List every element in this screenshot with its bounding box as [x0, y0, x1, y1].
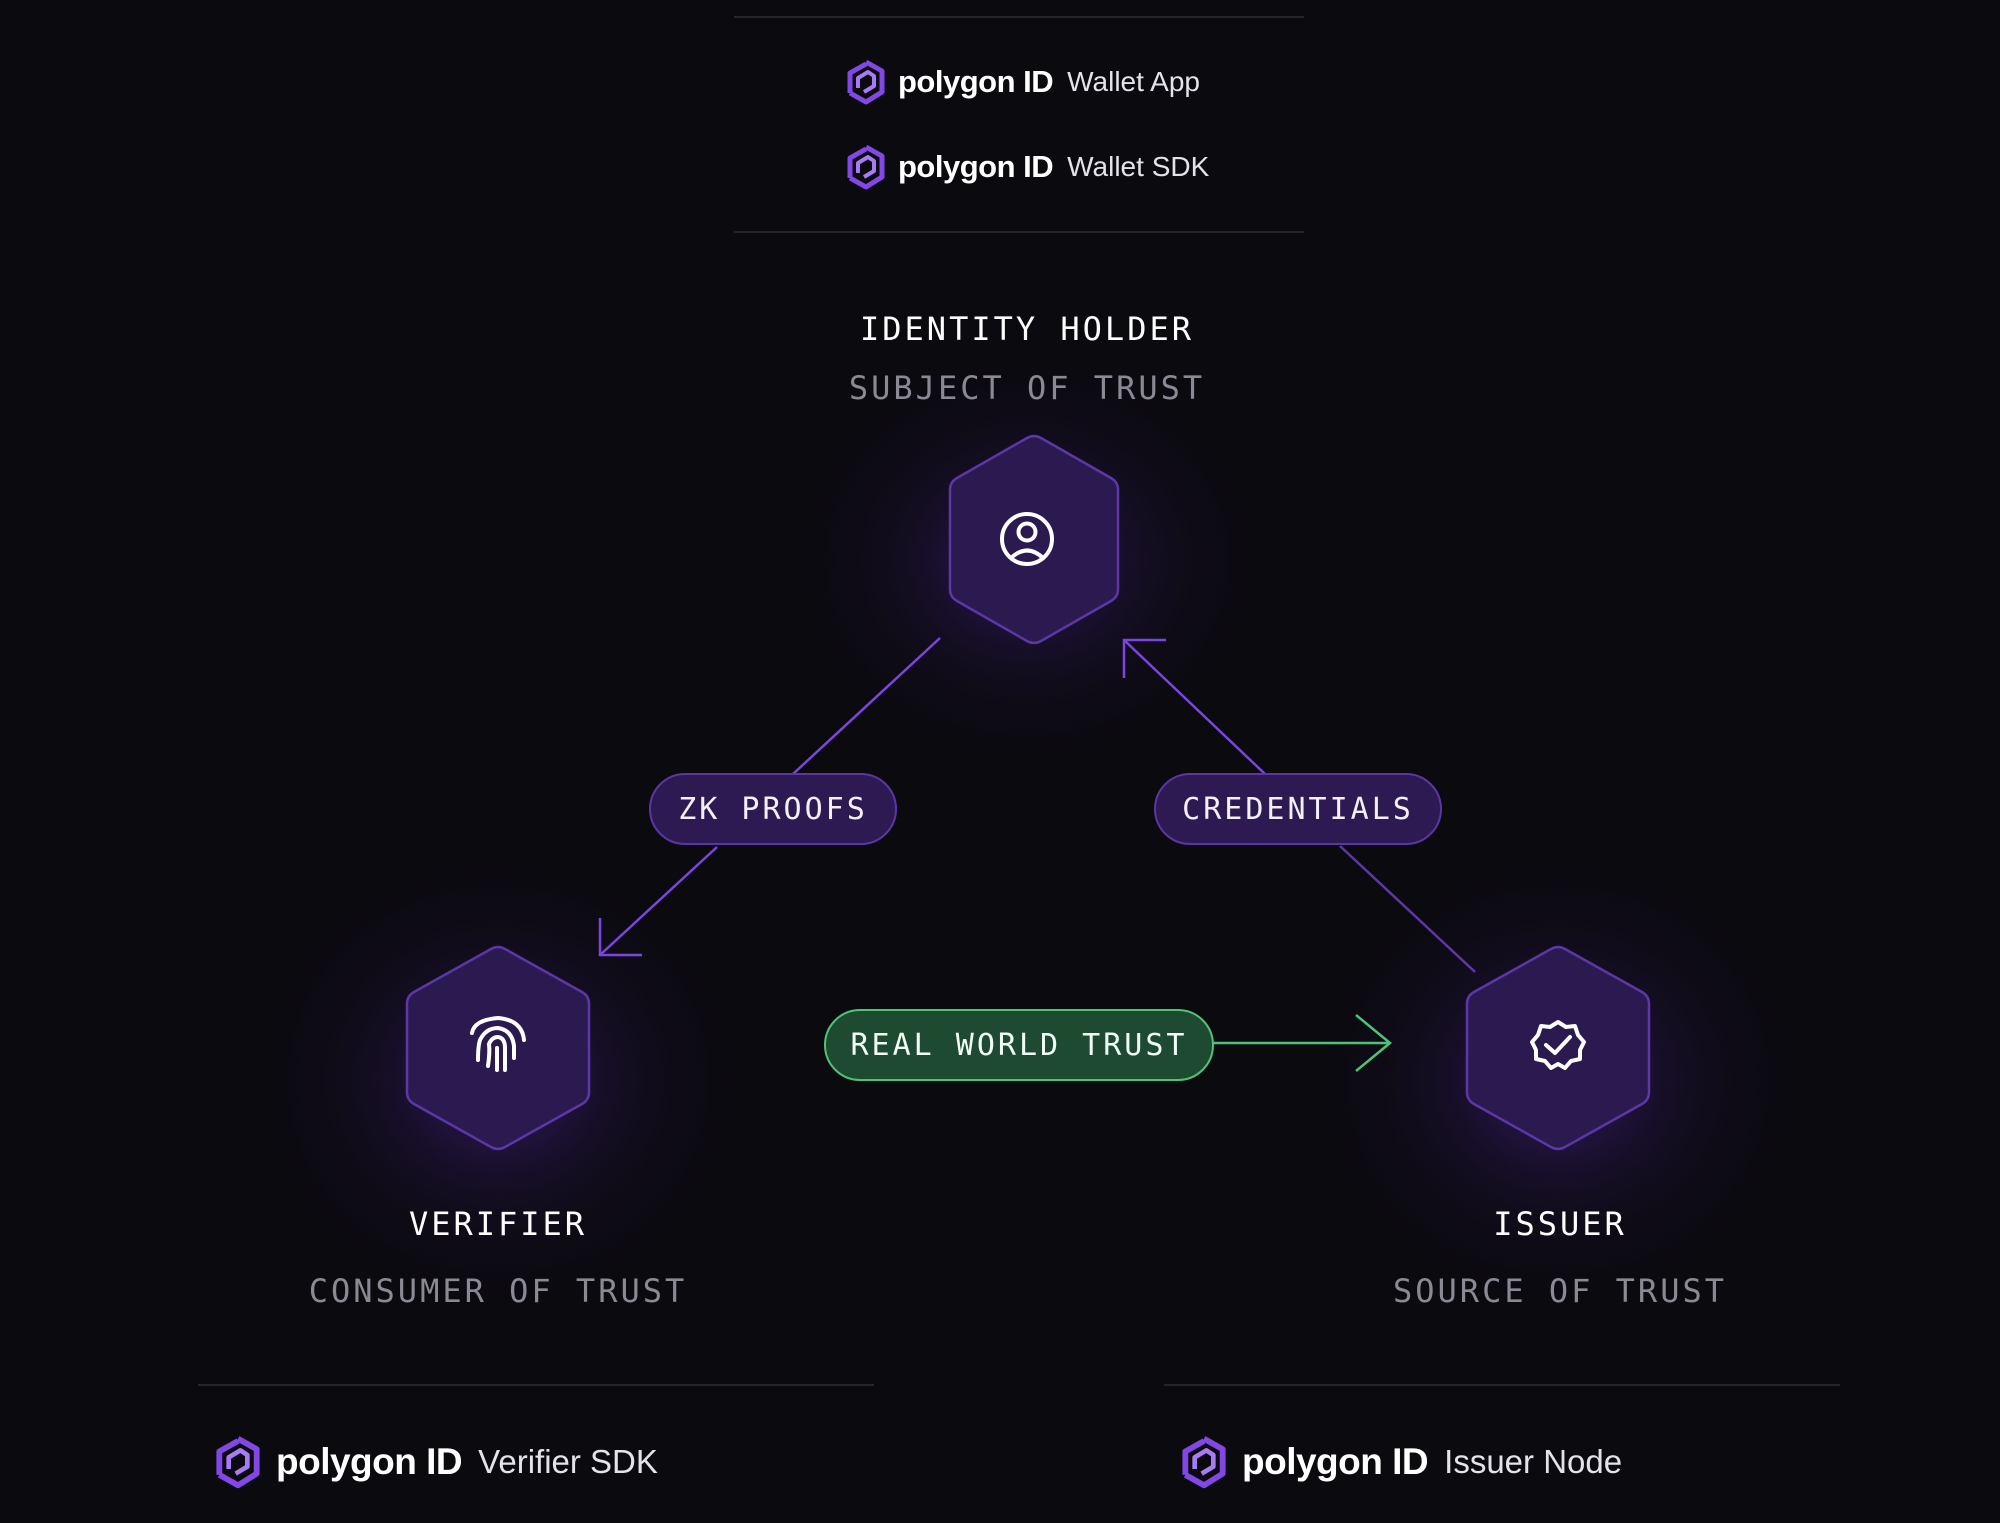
real-world-trust-arrowhead: [1355, 1014, 1392, 1072]
credentials-pill: CREDENTIALS: [1154, 773, 1442, 845]
holder-node: [948, 434, 1120, 645]
verifier-title: VERIFIER: [408, 1205, 588, 1243]
credentials-connector-lower: [1339, 845, 1476, 973]
top-divider: [734, 16, 1304, 18]
brand-wordmark: polygon ID: [1242, 1441, 1429, 1482]
holder-subtitle: SUBJECT OF TRUST: [848, 369, 1206, 407]
user-circle-icon: [1000, 512, 1054, 566]
product-name: Wallet App: [1067, 66, 1200, 97]
holder-title: IDENTITY HOLDER: [860, 310, 1194, 348]
badge-check-icon: [1530, 1020, 1586, 1070]
issuer-role-label: ISSUER SOURCE OF TRUST: [1310, 1205, 1810, 1310]
zk-proofs-pill: ZK PROOFS: [649, 773, 897, 845]
polygon-id-logo-icon: [847, 144, 885, 190]
footer-left-divider: [198, 1384, 874, 1386]
zk-proofs-connector-upper: [792, 637, 941, 775]
brand-wordmark: polygon ID: [898, 64, 1054, 99]
zk-proofs-connector-lower: [599, 846, 718, 956]
issuer-node: [1465, 945, 1651, 1151]
holder-role-label: IDENTITY HOLDER SUBJECT OF TRUST: [777, 310, 1277, 407]
product-name: Wallet SDK: [1067, 151, 1210, 182]
brand-wordmark: polygon ID: [898, 149, 1054, 184]
issuer-subtitle: SOURCE OF TRUST: [1393, 1272, 1727, 1310]
polygon-id-logo-icon: [847, 59, 885, 105]
wallet-sdk-brand: polygon ID Wallet SDK: [844, 143, 1209, 191]
zk-proofs-arrowhead: [598, 918, 642, 957]
issuer-title: ISSUER: [1493, 1205, 1627, 1243]
header-bottom-divider: [734, 231, 1304, 233]
verifier-role-label: VERIFIER CONSUMER OF TRUST: [248, 1205, 748, 1310]
issuer-node-brand: polygon ID Issuer Node: [1178, 1434, 1622, 1490]
verifier-node: [405, 945, 591, 1151]
fingerprint-icon: [470, 1015, 526, 1072]
product-name: Issuer Node: [1444, 1443, 1623, 1480]
wallet-app-brand: polygon ID Wallet App: [844, 58, 1200, 106]
brand-wordmark: polygon ID: [276, 1441, 463, 1482]
polygon-id-logo-icon: [1182, 1436, 1226, 1489]
credentials-connector-upper: [1123, 639, 1266, 775]
credentials-arrowhead: [1122, 638, 1166, 678]
real-world-trust-pill: REAL WORLD TRUST: [824, 1009, 1214, 1081]
product-name: Verifier SDK: [478, 1443, 658, 1480]
polygon-id-logo-icon: [216, 1436, 260, 1489]
verifier-sdk-brand: polygon ID Verifier SDK: [212, 1434, 658, 1490]
footer-right-divider: [1164, 1384, 1840, 1386]
verifier-subtitle: CONSUMER OF TRUST: [308, 1272, 688, 1310]
